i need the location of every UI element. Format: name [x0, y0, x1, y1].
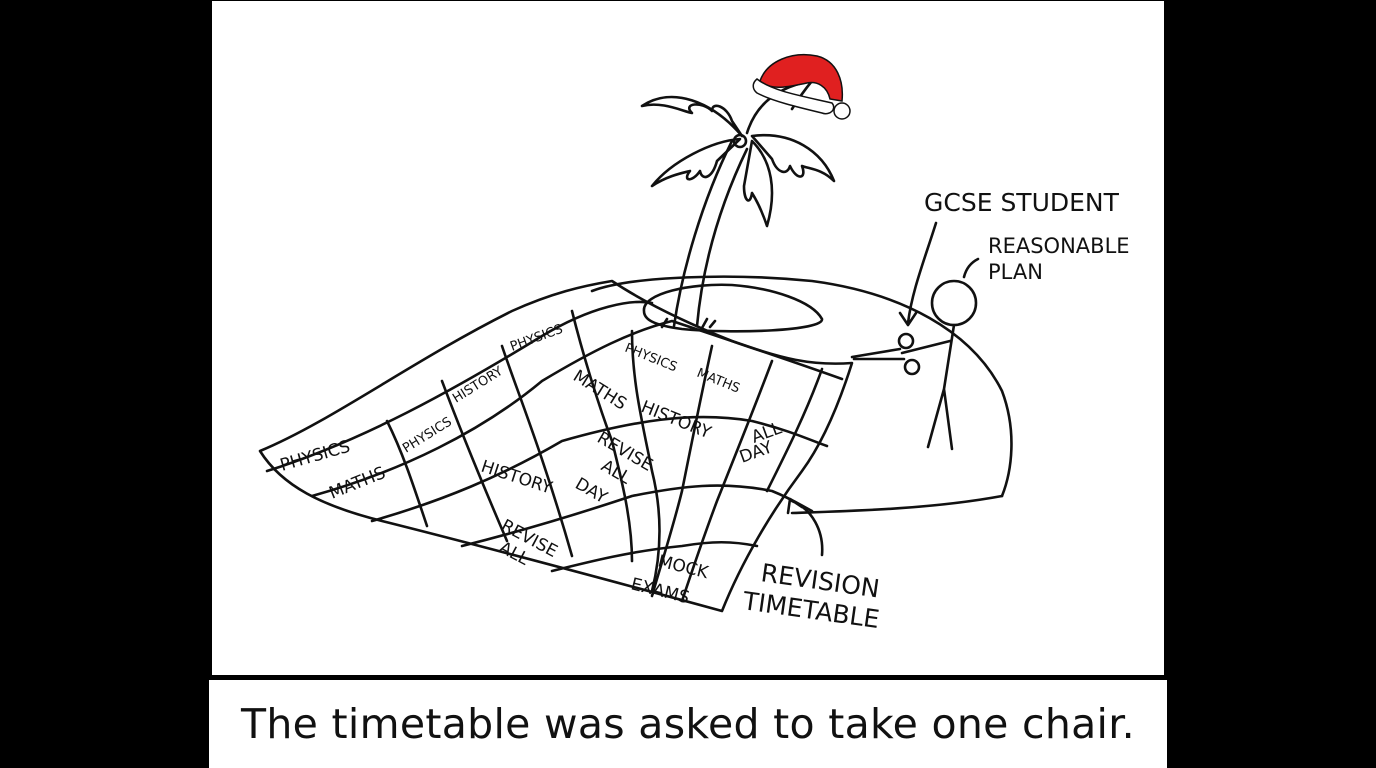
cell-mock-2: EXAMS [629, 574, 692, 608]
grid-line-v5 [630, 329, 661, 593]
santa-hat-brim [752, 78, 835, 115]
timetable-pointer [786, 497, 824, 557]
comic-caption: The timetable was asked to take one chai… [241, 700, 1135, 748]
label-gcse-student: GCSE STUDENT [924, 188, 1120, 217]
cell-history-b: HISTORY [638, 397, 714, 443]
caption-bar: The timetable was asked to take one chai… [209, 680, 1167, 768]
grid-line-v8 [765, 367, 824, 493]
cell-physics-c: PHYSICS [508, 322, 565, 355]
timetable-outline [258, 279, 854, 613]
grid-line-h4 [460, 484, 814, 548]
grid-line-v1 [385, 419, 429, 528]
scissors-handle-bottom [903, 358, 921, 376]
coconut [732, 133, 748, 149]
student-head [930, 279, 978, 327]
palm-trunk [672, 139, 749, 328]
cell-physics-b: PHYSICS [400, 415, 455, 457]
comic-drawing: PHYSICS MATHS PHYSICS HISTORY PHYSICS PH… [258, 54, 1130, 634]
santa-hat [759, 54, 844, 102]
palm-leaf-lower-left [650, 137, 742, 188]
palm-leaf-left [640, 95, 744, 138]
grid-line-v7 [680, 359, 774, 603]
cell-all-day-2: DAY [737, 437, 776, 467]
scissors-blades [850, 347, 906, 361]
grid-line-h3 [370, 415, 829, 523]
grid-line-v6 [650, 344, 714, 598]
grid-line-h1 [265, 300, 654, 473]
island-shore [790, 494, 1004, 515]
grid-line-v2 [440, 379, 509, 543]
island-outline [590, 275, 1013, 498]
scissors-handle-top [897, 332, 915, 350]
cell-revise-all-day-3: DAY [572, 474, 612, 508]
student-pointer [898, 221, 938, 327]
grid-line-v3 [500, 344, 574, 558]
comic-panel: PHYSICS MATHS PHYSICS HISTORY PHYSICS PH… [212, 1, 1164, 675]
grid-line-v4 [570, 309, 634, 563]
grid-line-h2 [310, 319, 844, 498]
cell-physics-a: PHYSICS [278, 437, 353, 476]
santa-hat-pompom [833, 102, 851, 120]
palm-leaf-down [742, 139, 774, 228]
label-plan: PLAN [988, 260, 1043, 284]
island-mound [642, 283, 824, 333]
student-body [900, 323, 956, 451]
label-reasonable: REASONABLE [988, 234, 1130, 258]
plan-pointer [962, 257, 980, 279]
grid-line-h5 [550, 540, 759, 573]
palm-leaf-right [750, 133, 836, 183]
cell-physics-d: PHYSICS [623, 341, 680, 376]
cell-mock-1: MOCK [656, 551, 711, 583]
cell-maths-a: MATHS [326, 463, 388, 504]
